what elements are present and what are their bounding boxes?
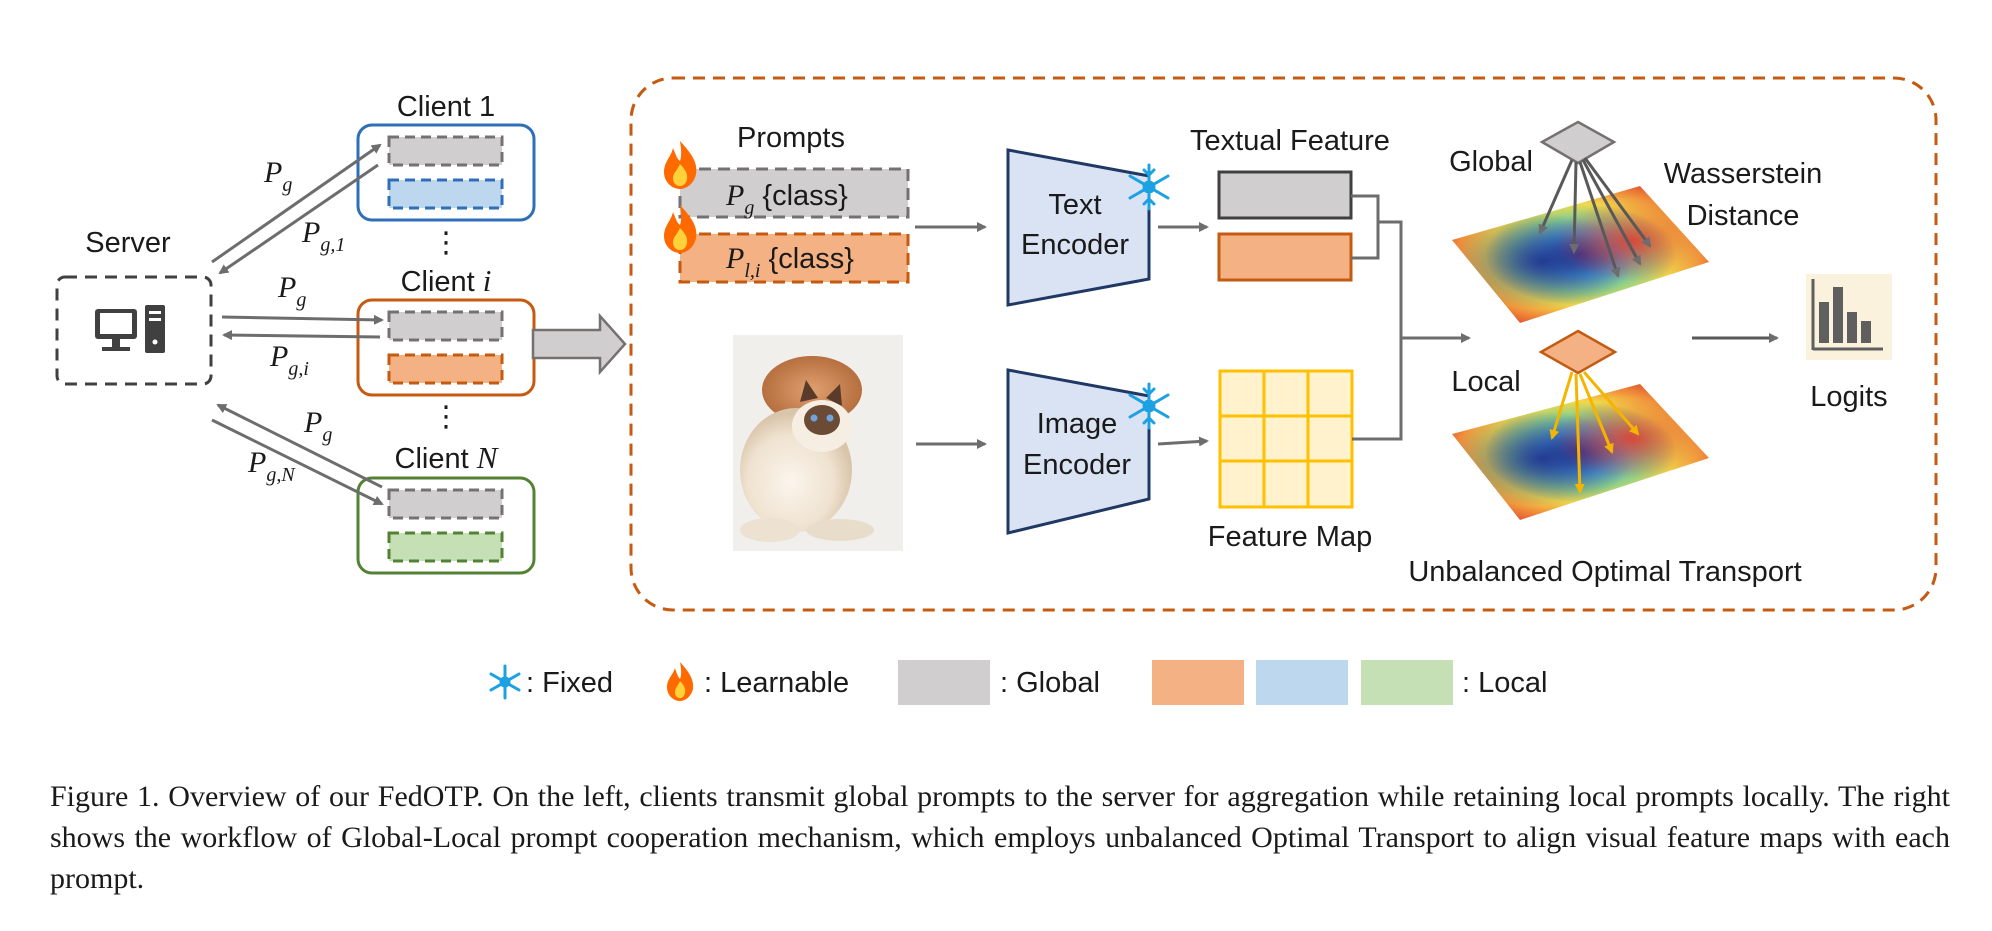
client-2: Client i <box>356 263 536 397</box>
client-global-prompt <box>387 135 504 167</box>
textual-feature-global <box>1217 170 1353 220</box>
local-prompt-label: Pl,i {class} <box>725 242 854 282</box>
global-diamond <box>1539 120 1617 165</box>
server-client-arrows <box>211 143 384 506</box>
pg-label-1: Pg <box>263 156 292 196</box>
textual-feature-local <box>1217 232 1353 282</box>
global-prompt-box <box>678 167 910 219</box>
snowflake-icon <box>489 664 521 700</box>
client-local-prompt <box>387 178 504 210</box>
legend-local-blue-swatch <box>1256 660 1348 705</box>
text-encoder-line1: Text <box>1048 189 1101 221</box>
client-local-prompt <box>387 353 504 385</box>
pg1-label: Pg,1 <box>301 216 345 256</box>
client-local-prompt <box>387 531 504 563</box>
flame-icon <box>667 662 694 701</box>
global-label: Global <box>1449 146 1533 178</box>
pg-label-n: Pg <box>303 406 332 446</box>
block-arrow <box>531 312 627 376</box>
snowflake-icon <box>1128 382 1170 430</box>
logits-label: Logits <box>1810 381 1887 413</box>
pgn-label: Pg,N <box>247 446 296 486</box>
pg-label-i: Pg <box>277 271 306 311</box>
client-global-prompt <box>387 310 504 342</box>
client-label: Client 1 <box>397 91 495 123</box>
figure-caption: Figure 1. Overview of our FedOTP. On the… <box>50 780 1950 895</box>
legend-fixed: : Fixed <box>526 667 613 699</box>
unbalanced-ot-label: Unbalanced Optimal Transport <box>1408 556 1801 588</box>
local-heatmap-surface <box>1452 384 1709 520</box>
cat-image <box>733 335 903 551</box>
text-encoder <box>1006 148 1151 307</box>
ellipsis-bottom: ⋮ <box>432 401 461 433</box>
server-box <box>55 275 213 386</box>
legend-global: : Global <box>1000 667 1100 699</box>
textual-feature-label: Textual Feature <box>1190 125 1390 157</box>
ellipsis-top: ⋮ <box>432 227 461 259</box>
client-1: Client 1 <box>356 91 536 222</box>
workflow-frame <box>629 76 1938 612</box>
snowflake-icon <box>1128 163 1170 211</box>
client-3: Client N <box>356 440 536 575</box>
local-transport-arrows <box>1549 371 1640 494</box>
feature-map-label: Feature Map <box>1208 521 1372 553</box>
legend-local-green-swatch <box>1361 660 1453 705</box>
flame-icon <box>664 141 697 189</box>
bar-chart-icon <box>1806 274 1892 360</box>
wasserstein-line1: Wasserstein <box>1664 158 1822 190</box>
server-label: Server <box>85 227 171 259</box>
local-diamond <box>1538 329 1618 375</box>
legend-local: : Local <box>1462 667 1547 699</box>
wasserstein-line2: Distance <box>1687 200 1800 232</box>
image-encoder-line2: Encoder <box>1023 449 1131 481</box>
fedotp-diagram: Server Client 1 Client i Client N ⋮ ⋮ Pg P… <box>55 76 1938 705</box>
global-heatmap-surface <box>1452 186 1709 323</box>
global-transport-arrows <box>1538 157 1652 278</box>
client-label: Client i <box>401 263 492 298</box>
computer-icon <box>95 305 165 353</box>
image-encoder-line1: Image <box>1037 408 1118 440</box>
client-label: Client N <box>395 440 500 475</box>
legend: : Fixed : Learnable : Global : Local <box>489 660 1547 705</box>
flame-icon <box>664 205 697 253</box>
global-prompt-label: Pg {class} <box>725 179 848 219</box>
client-global-prompt <box>387 488 504 520</box>
text-encoder-line2: Encoder <box>1021 229 1129 261</box>
feature-connectors <box>1351 194 1471 441</box>
image-encoder-out-arrow <box>1157 436 1209 447</box>
local-prompt-box <box>678 232 910 284</box>
local-label: Local <box>1451 366 1520 398</box>
legend-global-swatch <box>898 660 990 705</box>
legend-local-orange-swatch <box>1152 660 1244 705</box>
feature-map-grid <box>1218 369 1354 509</box>
image-encoder <box>1006 368 1151 535</box>
pgi-label: Pg,i <box>269 340 309 380</box>
legend-learnable: : Learnable <box>704 667 849 699</box>
prompts-title: Prompts <box>737 122 845 154</box>
